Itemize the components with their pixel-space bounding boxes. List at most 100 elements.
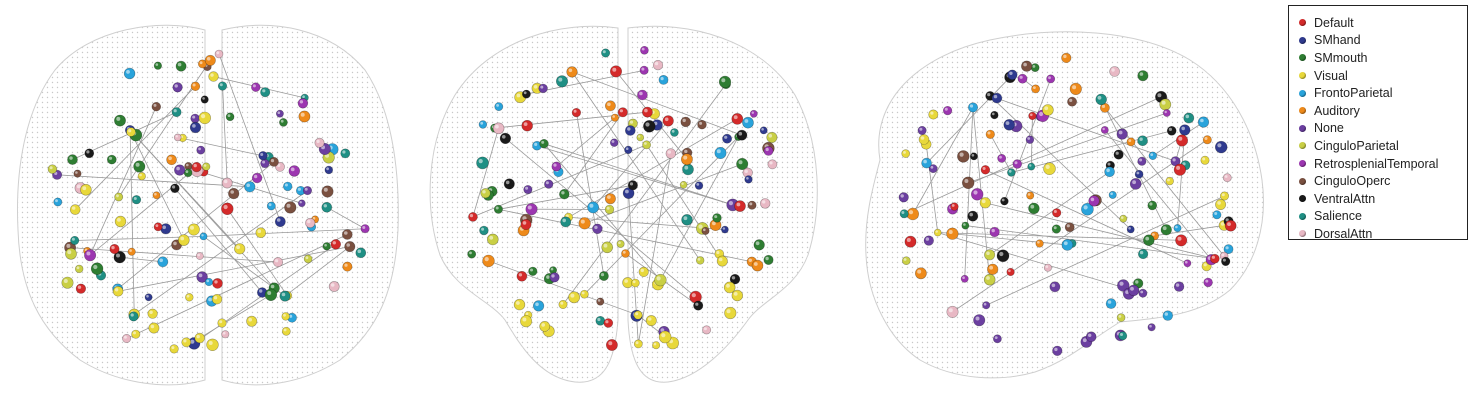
brain-node <box>147 308 158 319</box>
node-highlight <box>627 127 631 131</box>
brain-node <box>716 255 728 267</box>
node-highlight <box>495 124 499 129</box>
brain-node <box>984 249 996 261</box>
node-highlight <box>193 163 197 168</box>
node-highlight <box>1088 333 1092 337</box>
legend-swatch <box>1299 212 1306 220</box>
brain-node <box>486 233 499 246</box>
node-highlight <box>901 211 905 214</box>
legend-swatch <box>1299 54 1306 62</box>
brain-node <box>1116 313 1126 322</box>
legend-label: SMhand <box>1314 33 1361 48</box>
brain-node <box>272 257 283 268</box>
brain-node <box>904 235 917 248</box>
node-highlight <box>602 50 606 54</box>
node-highlight <box>154 192 157 196</box>
brain-node <box>503 178 515 190</box>
brain-node <box>640 45 649 55</box>
node-highlight <box>86 150 90 154</box>
connection-line <box>129 129 240 250</box>
brain-node <box>654 273 667 287</box>
node-highlight <box>629 120 634 124</box>
node-highlight <box>530 268 533 272</box>
node-highlight <box>216 51 220 55</box>
connection-line <box>284 246 351 297</box>
node-highlight <box>223 179 228 184</box>
node-highlight <box>108 156 113 160</box>
axial-left-hemisphere <box>17 24 206 386</box>
node-highlight <box>1054 347 1058 352</box>
node-highlight <box>153 103 157 107</box>
node-highlight <box>150 324 155 329</box>
node-highlight <box>484 257 489 262</box>
node-highlight <box>133 331 136 335</box>
brain-node <box>609 138 619 147</box>
brain-node <box>468 212 478 222</box>
node-highlight <box>257 229 262 233</box>
node-highlight <box>496 104 499 107</box>
legend-item: CinguloParietal <box>1299 137 1467 155</box>
connection-line <box>986 195 1225 306</box>
node-highlight <box>1048 76 1051 80</box>
node-highlight <box>1044 106 1049 111</box>
node-highlight <box>1175 225 1178 229</box>
brain-node <box>194 332 205 344</box>
brain-node <box>302 186 312 196</box>
connection-line <box>177 136 269 158</box>
brain-node <box>604 193 616 205</box>
node-highlight <box>342 150 346 154</box>
brain-node <box>763 254 774 265</box>
brain-node <box>322 242 331 251</box>
node-highlight <box>1227 222 1231 227</box>
brain-node <box>1105 298 1117 309</box>
node-highlight <box>1119 281 1124 286</box>
brain-node <box>539 139 549 149</box>
node-highlight <box>608 341 613 346</box>
node-highlight <box>917 269 922 274</box>
brain-node <box>1183 112 1195 124</box>
brain-node <box>617 107 628 118</box>
node-highlight <box>1009 71 1013 76</box>
brain-node <box>631 278 640 288</box>
node-highlight <box>1045 265 1049 268</box>
node-highlight <box>726 309 731 314</box>
brain-node <box>901 149 911 158</box>
node-highlight <box>1032 65 1036 68</box>
node-highlight <box>1125 290 1129 294</box>
node-highlight <box>130 313 134 317</box>
connection-line <box>592 120 669 208</box>
node-highlight <box>1132 180 1136 185</box>
node-highlight <box>1214 212 1218 215</box>
brain-node <box>624 125 636 136</box>
brain-node <box>1088 195 1100 207</box>
connection-line <box>989 134 1012 173</box>
brain-node <box>283 181 293 192</box>
node-highlight <box>206 279 210 283</box>
node-highlight <box>1168 127 1172 131</box>
node-highlight <box>698 224 703 229</box>
connection-line <box>562 83 727 305</box>
node-highlight <box>516 93 521 98</box>
brain-node <box>1119 214 1128 223</box>
node-highlight <box>714 215 718 219</box>
brain-node <box>1210 253 1220 264</box>
brain-node <box>1148 151 1158 161</box>
legend-item: CinguloOperc <box>1299 172 1467 190</box>
node-highlight <box>525 312 529 316</box>
brain-node <box>221 202 234 216</box>
node-highlight <box>1140 290 1144 294</box>
node-highlight <box>75 171 78 174</box>
brain-node <box>722 133 732 144</box>
brain-node <box>566 66 578 78</box>
brain-node <box>298 110 311 123</box>
node-highlight <box>568 68 573 73</box>
node-highlight <box>765 256 769 261</box>
connection-line <box>584 136 739 295</box>
node-highlight <box>284 183 288 187</box>
node-highlight <box>1204 137 1208 140</box>
brain-node <box>153 61 162 70</box>
brain-node <box>1215 199 1227 211</box>
brain-node <box>989 226 1000 238</box>
brain-node <box>204 54 216 66</box>
node-highlight <box>989 265 993 270</box>
